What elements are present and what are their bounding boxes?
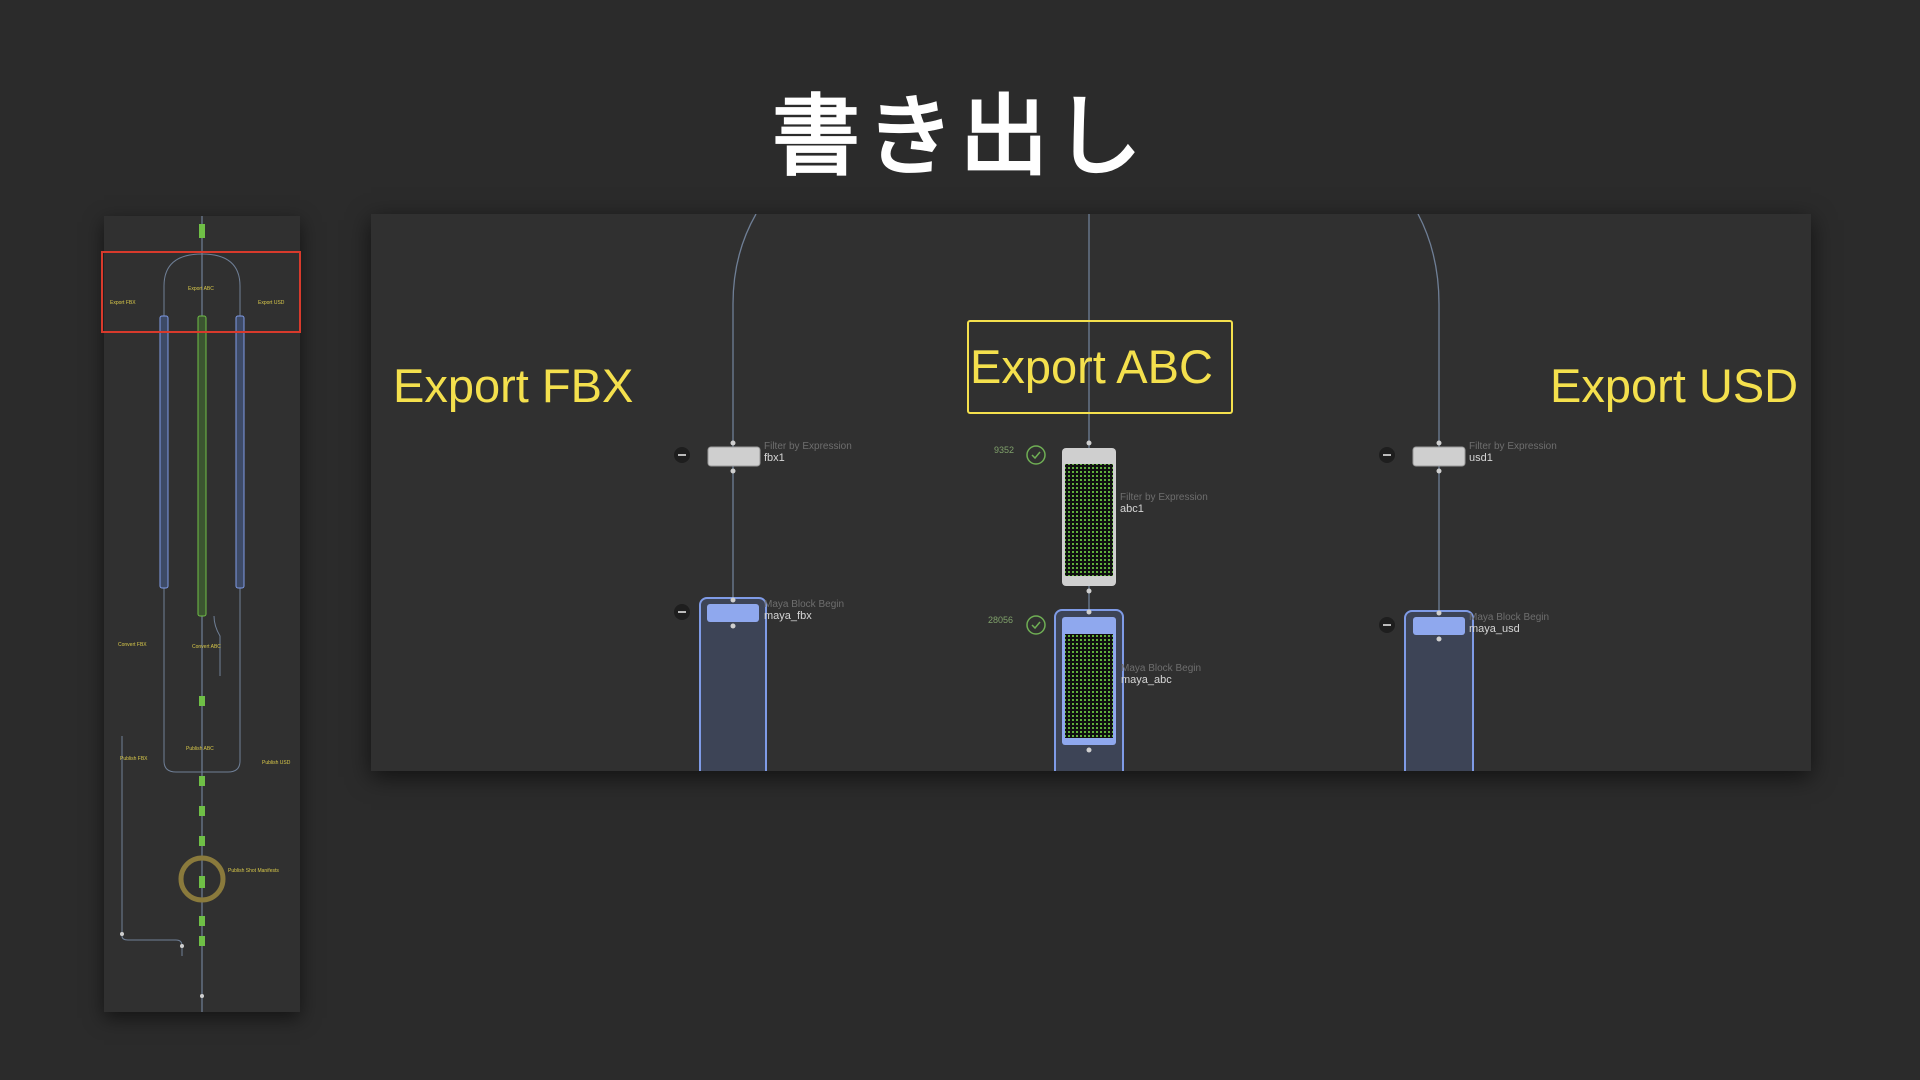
overview-fbx-wire bbox=[163, 253, 203, 716]
overview-highlight-box bbox=[101, 251, 301, 333]
overview-node bbox=[199, 836, 205, 846]
node-type-abc1: Filter by Expression bbox=[1120, 492, 1208, 503]
check-icon-abc-filter bbox=[1026, 445, 1046, 465]
node-name-usd1: usd1 bbox=[1469, 452, 1493, 464]
node-fbx1 bbox=[707, 446, 761, 467]
overview-dot bbox=[120, 932, 124, 936]
wire-fbx bbox=[732, 214, 757, 771]
node-name-abc1: abc1 bbox=[1120, 503, 1144, 515]
overview-manifest-ring bbox=[178, 855, 226, 903]
wire-usd bbox=[1417, 214, 1440, 771]
node-type-usd1: Filter by Expression bbox=[1469, 441, 1557, 452]
overview-node bbox=[199, 876, 205, 888]
node-maya-usd bbox=[1413, 617, 1465, 635]
node-usd1 bbox=[1412, 446, 1466, 467]
overview-label-convert-fbx: Convert FBX bbox=[118, 642, 147, 648]
label-export-fbx: Export FBX bbox=[393, 359, 634, 412]
count-abc-block: 28056 bbox=[988, 615, 1014, 625]
node-type-maya-usd: Maya Block Begin bbox=[1469, 612, 1550, 623]
overview-label-publish-usd: Publish USD bbox=[262, 760, 291, 766]
node-name-maya-usd: maya_usd bbox=[1469, 623, 1520, 635]
overview-node bbox=[199, 936, 205, 946]
node-name-maya-fbx: maya_fbx bbox=[764, 610, 812, 622]
overview-label-export-fbx: Export FBX bbox=[110, 300, 136, 306]
overview-label-publish-fbx: Publish FBX bbox=[120, 756, 148, 762]
overview-top-node bbox=[199, 224, 205, 238]
node-type-fbx1: Filter by Expression bbox=[764, 441, 852, 452]
label-export-abc: Export ABC bbox=[970, 340, 1213, 393]
overview-usd-block bbox=[235, 315, 245, 589]
overview-label-publish-shot-manifests: Publish Shot Manifests bbox=[228, 868, 279, 874]
overview-usd-wire bbox=[201, 253, 241, 716]
overview-node bbox=[199, 696, 205, 706]
overview-bottom-wire bbox=[121, 736, 183, 956]
node-type-maya-fbx: Maya Block Begin bbox=[764, 599, 845, 610]
check-icon-abc-block bbox=[1026, 615, 1046, 635]
overview-dot bbox=[180, 944, 184, 948]
overview-abc-block bbox=[197, 315, 207, 617]
overview-node bbox=[199, 806, 205, 816]
overview-node bbox=[199, 916, 205, 926]
node-maya-fbx bbox=[707, 604, 759, 622]
overview-label-convert-abc: Convert ABC bbox=[192, 644, 221, 650]
overview-label-export-usd: Export USD bbox=[258, 300, 285, 306]
node-name-maya-abc: maya_abc bbox=[1121, 674, 1172, 686]
overview-node bbox=[199, 776, 205, 786]
overview-label-publish-abc: Publish ABC bbox=[186, 746, 214, 752]
overview-label-export-abc: Export ABC bbox=[188, 286, 214, 292]
overview-abc-convert-wire bbox=[213, 615, 221, 676]
zoom-graph bbox=[674, 214, 1474, 771]
label-export-usd: Export USD bbox=[1550, 359, 1799, 412]
overview-dot bbox=[200, 994, 204, 998]
node-type-maya-abc: Maya Block Begin bbox=[1121, 663, 1202, 674]
overview-graph bbox=[120, 216, 245, 1012]
graph-overview[interactable]: Export FBX Export ABC Export USD Convert… bbox=[104, 216, 300, 1012]
overview-fbx-block bbox=[159, 315, 169, 589]
label-box-export-abc bbox=[967, 320, 1233, 414]
slide-title: 書き出し bbox=[771, 85, 1148, 188]
overview-fbx-merge bbox=[163, 716, 202, 773]
count-abc-filter: 9352 bbox=[994, 445, 1015, 455]
graph-zoom-view[interactable]: Export FBX Export ABC Export USD Filter … bbox=[371, 214, 1811, 771]
overview-usd-merge bbox=[202, 716, 241, 773]
node-name-fbx1: fbx1 bbox=[764, 452, 785, 464]
